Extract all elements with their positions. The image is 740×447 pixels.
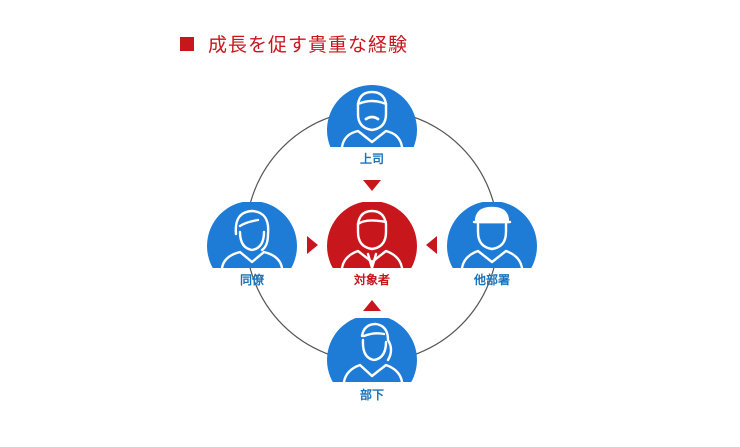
label-target: 対象者 — [353, 273, 390, 287]
diagram-title: 成長を促す貴重な経験 — [180, 30, 408, 57]
label-boss: 上司 — [359, 152, 384, 166]
label-subordinate: 部下 — [359, 388, 384, 402]
node-center-target — [327, 202, 417, 268]
title-text: 成長を促す貴重な経験 — [208, 34, 409, 56]
arrow-left-from-other-dept — [426, 236, 437, 254]
node-top-boss — [327, 85, 417, 147]
node-bottom-subordinate — [327, 318, 417, 382]
arrow-right-from-colleague — [307, 236, 318, 254]
arrow-down-from-boss — [363, 180, 381, 191]
label-other-dept: 他部署 — [473, 273, 510, 287]
female-ponytail-icon — [342, 322, 404, 382]
male-cap-icon — [460, 206, 524, 268]
subordinate-circle — [327, 318, 417, 382]
label-colleague: 同僚 — [239, 273, 264, 287]
male-boss-mustache-icon — [340, 90, 404, 147]
arrow-up-from-subordinate — [363, 300, 381, 311]
title-bullet-square — [180, 36, 194, 51]
target-circle — [327, 202, 417, 268]
colleague-circle — [207, 202, 297, 268]
other-dept-circle — [447, 202, 537, 268]
male-suit-icon — [340, 209, 404, 268]
node-left-colleague — [207, 202, 297, 268]
female-short-hair-icon — [220, 209, 284, 268]
node-right-other-dept — [447, 202, 537, 268]
